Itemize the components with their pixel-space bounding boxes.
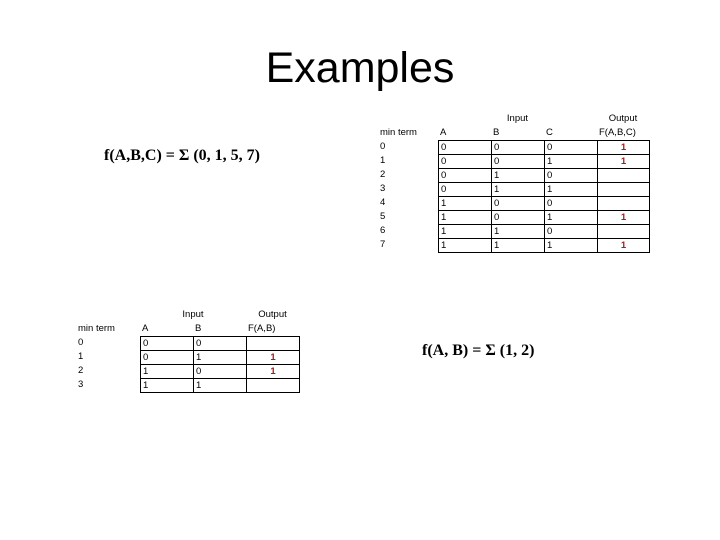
- cell-b: 1: [193, 350, 247, 365]
- equation-three-variable: f(A,B,C) = Σ (0, 1, 5, 7): [104, 147, 260, 164]
- cell-output: 1: [246, 350, 300, 365]
- group-header-input: Input: [182, 309, 204, 320]
- cell-output: [597, 182, 650, 197]
- group-header-output: Output: [258, 309, 287, 320]
- cell-a: 0: [438, 168, 492, 183]
- cell-c: 0: [544, 168, 598, 183]
- cell-output: [597, 224, 650, 239]
- cell-c: 0: [544, 224, 598, 239]
- cell-b: 1: [193, 378, 247, 393]
- cell-output: 1: [597, 140, 650, 155]
- table-row: 0 0 0 1: [438, 140, 650, 155]
- table-row: 1 1: [140, 378, 300, 393]
- truth-table-two-variable: min term 0 1 2 3 Input Output A B F(A,B): [78, 308, 300, 393]
- minterm-value: 7: [380, 239, 386, 250]
- minterm-value: 2: [78, 365, 84, 376]
- minterm-column-label: min term: [78, 323, 115, 334]
- cell-output: 1: [597, 210, 650, 225]
- cell-a: 0: [438, 154, 492, 169]
- table-row: 0 1 1: [140, 350, 300, 365]
- column-header-a: A: [142, 323, 149, 334]
- cell-c: 1: [544, 154, 598, 169]
- minterm-value: 1: [78, 351, 84, 362]
- cell-output: [246, 378, 300, 393]
- column-header-row-2var: A B F(A,B): [140, 322, 300, 336]
- group-header-row-2var: Input Output: [140, 308, 300, 322]
- page-title: Examples: [265, 44, 455, 92]
- cell-c: 1: [544, 238, 598, 253]
- cell-a: 0: [140, 336, 194, 351]
- cell-a: 1: [140, 378, 194, 393]
- table-row: 1 1 0: [438, 224, 650, 239]
- table-row: 1 1 1 1: [438, 238, 650, 253]
- cell-a: 1: [140, 364, 194, 379]
- minterm-header-spacer: [78, 308, 140, 322]
- minterm-column-3var: min term 0 1 2 3 4 5 6 7: [380, 112, 438, 252]
- table-row: 1 0 1 1: [438, 210, 650, 225]
- cell-output: [597, 196, 650, 211]
- minterm-value: 0: [380, 141, 386, 152]
- group-header-output: Output: [608, 113, 638, 124]
- cell-output: 1: [597, 238, 650, 253]
- minterm-header-spacer: [380, 112, 438, 126]
- cell-b: 0: [491, 210, 545, 225]
- column-header-row-3var: A B C F(A,B,C): [438, 126, 650, 140]
- cell-b: 0: [491, 154, 545, 169]
- cell-output: 1: [246, 364, 300, 379]
- minterm-value: 1: [380, 155, 386, 166]
- minterm-value: 5: [380, 211, 386, 222]
- minterm-value: 3: [78, 379, 84, 390]
- truth-table-2var-body: Input Output A B F(A,B) 0 0: [140, 308, 300, 393]
- table-row: 0 0 1 1: [438, 154, 650, 169]
- cell-a: 1: [438, 196, 492, 211]
- truth-table-3var-grid: 0 0 0 1 0 0 1 1 0 1: [438, 140, 650, 253]
- column-header-b: B: [195, 323, 202, 334]
- cell-c: 0: [544, 196, 598, 211]
- minterm-column-label: min term: [380, 127, 417, 138]
- cell-b: 0: [193, 336, 247, 351]
- table-row: 0 1 0: [438, 168, 650, 183]
- minterm-value: 3: [380, 183, 386, 194]
- cell-c: 1: [544, 210, 598, 225]
- cell-b: 0: [491, 196, 545, 211]
- column-header-c: C: [546, 127, 553, 138]
- cell-b: 1: [491, 168, 545, 183]
- truth-table-3var-body: Input Output A B C F(A,B,C) 0 0 0: [438, 112, 650, 253]
- cell-a: 1: [438, 224, 492, 239]
- cell-b: 1: [491, 238, 545, 253]
- truth-table-three-variable: min term 0 1 2 3 4 5 6 7 Input Output: [380, 112, 650, 253]
- table-row: 0 1 1: [438, 182, 650, 197]
- cell-output: [597, 168, 650, 183]
- cell-b: 1: [491, 182, 545, 197]
- cell-a: 1: [438, 210, 492, 225]
- cell-a: 1: [438, 238, 492, 253]
- table-row: 1 0 1: [140, 364, 300, 379]
- column-header-a: A: [440, 127, 447, 138]
- truth-table-2var-grid: 0 0 0 1 1 1 0 1: [140, 336, 300, 393]
- cell-output: 1: [597, 154, 650, 169]
- cell-a: 0: [438, 182, 492, 197]
- cell-c: 1: [544, 182, 598, 197]
- group-header-row-3var: Input Output: [438, 112, 650, 126]
- minterm-value: 2: [380, 169, 386, 180]
- minterm-value: 4: [380, 197, 386, 208]
- cell-b: 0: [491, 140, 545, 155]
- cell-b: 1: [491, 224, 545, 239]
- group-header-input: Input: [506, 113, 529, 124]
- cell-a: 0: [140, 350, 194, 365]
- column-header-output: F(A,B): [248, 323, 276, 334]
- table-row: 0 0: [140, 336, 300, 351]
- column-header-output: F(A,B,C): [599, 127, 636, 138]
- cell-c: 0: [544, 140, 598, 155]
- minterm-value: 6: [380, 225, 386, 236]
- column-header-b: B: [493, 127, 500, 138]
- cell-a: 0: [438, 140, 492, 155]
- table-row: 1 0 0: [438, 196, 650, 211]
- minterm-column-2var: min term 0 1 2 3: [78, 308, 140, 392]
- cell-output: [246, 336, 300, 351]
- equation-two-variable: f(A, B) = Σ (1, 2): [422, 342, 535, 359]
- cell-b: 0: [193, 364, 247, 379]
- minterm-value: 0: [78, 337, 84, 348]
